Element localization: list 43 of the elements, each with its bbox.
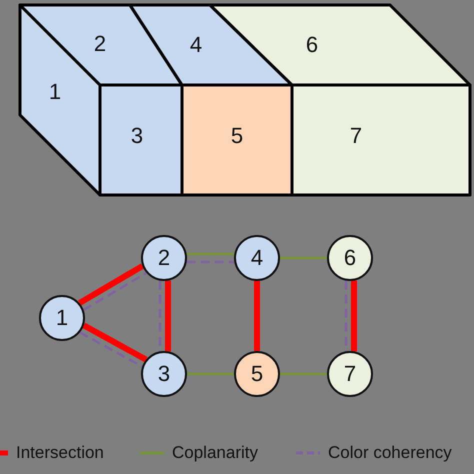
box-face <box>100 85 182 195</box>
face-number: 5 <box>230 124 244 148</box>
connector-line <box>82 272 148 312</box>
connector-line <box>186 252 234 256</box>
connector-line <box>187 372 234 376</box>
box-face <box>210 5 470 85</box>
connector-line <box>254 281 260 351</box>
node-number: 7 <box>344 362 356 386</box>
connector-line <box>165 280 171 352</box>
connector-line <box>79 331 143 368</box>
graph-node-circle <box>327 351 373 397</box>
node-number: 4 <box>250 246 264 270</box>
legend-label: Intersection <box>16 443 104 463</box>
node-number: 2 <box>158 246 170 270</box>
connector-line <box>344 280 348 352</box>
connector-line <box>280 372 327 376</box>
graph-node-circle <box>39 295 85 341</box>
connector-line <box>82 322 148 362</box>
node-number: 6 <box>344 246 356 270</box>
box-face <box>182 85 292 195</box>
connector-line <box>351 280 357 352</box>
face-number: 4 <box>190 33 202 57</box>
box-face <box>20 5 182 85</box>
graph-node-circle <box>141 235 187 281</box>
box-face <box>292 85 470 195</box>
connector-line <box>280 256 327 260</box>
node-number: 1 <box>56 306 68 330</box>
graph-node-circle <box>234 351 280 397</box>
graph-node-circle <box>141 351 187 397</box>
face-number: 6 <box>306 33 318 57</box>
face-number: 3 <box>130 124 144 148</box>
node-number: 3 <box>158 362 170 386</box>
node-number: 5 <box>250 362 264 386</box>
face-number: 2 <box>94 32 106 56</box>
legend-label: Color coherency <box>328 443 452 463</box>
face-number: 1 <box>48 80 62 104</box>
connector-line <box>78 263 144 306</box>
connector-line <box>158 280 162 352</box>
face-number: 7 <box>350 124 362 148</box>
connector-line <box>186 260 234 264</box>
graph-node-circle <box>234 235 280 281</box>
graph-node-circle <box>327 235 373 281</box>
legend-label: Coplanarity <box>172 443 258 463</box>
